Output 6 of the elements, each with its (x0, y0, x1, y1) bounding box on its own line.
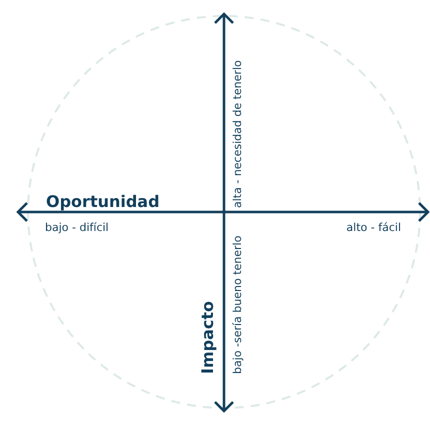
axis-title: Impacto (198, 301, 217, 374)
axis-end-label: alta - necesidad de tenerlo (231, 60, 244, 208)
axis-end-label: alto - fácil (346, 221, 401, 234)
axis-end-label: bajo - difícil (45, 221, 109, 234)
axis-title: Oportunidad (46, 192, 160, 211)
axis-end-label: bajo -sería bueno tenerlo (231, 236, 244, 374)
